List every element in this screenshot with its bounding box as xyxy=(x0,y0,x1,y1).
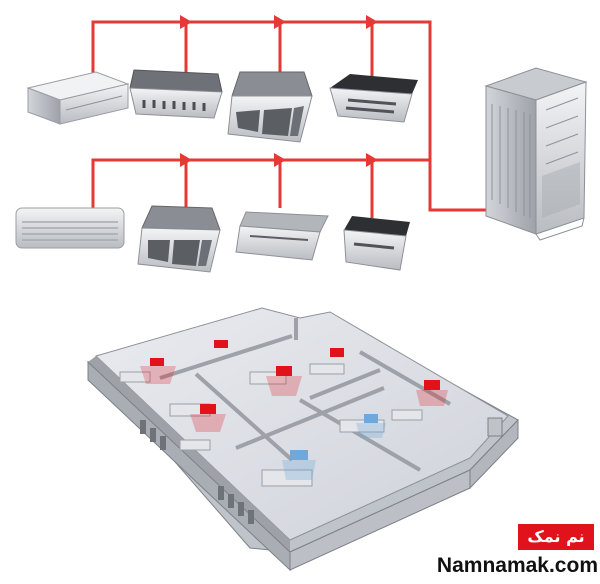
ceiling-suspended-unit-icon xyxy=(129,69,223,119)
cassette-indoor-unit-icon xyxy=(137,205,221,273)
arrow-icon xyxy=(180,153,192,167)
cassette-marker-red xyxy=(150,340,440,414)
vrf-outdoor-unit-icon xyxy=(484,67,588,241)
ducted-indoor-unit-icon xyxy=(26,71,130,125)
ceiling-concealed-unit-icon xyxy=(235,211,329,261)
arrow-icon xyxy=(366,15,378,29)
wall-mounted-unit-icon xyxy=(15,207,125,249)
arrow-icon xyxy=(274,15,286,29)
building-floorplan-illustration xyxy=(87,307,519,572)
brand-badge: نم نمک xyxy=(518,524,594,550)
flow-arrows xyxy=(180,15,378,167)
refrigerant-piping xyxy=(91,20,492,218)
site-name: Namnamak.com xyxy=(436,554,598,577)
arrow-icon xyxy=(274,153,286,167)
cassette-marker-blue xyxy=(290,414,378,460)
cassette-indoor-unit-icon xyxy=(227,71,313,143)
arrow-icon xyxy=(180,15,192,29)
arrow-icon xyxy=(366,153,378,167)
cassette-indoor-unit-icon xyxy=(329,74,418,123)
cassette-indoor-unit-icon xyxy=(343,216,410,271)
